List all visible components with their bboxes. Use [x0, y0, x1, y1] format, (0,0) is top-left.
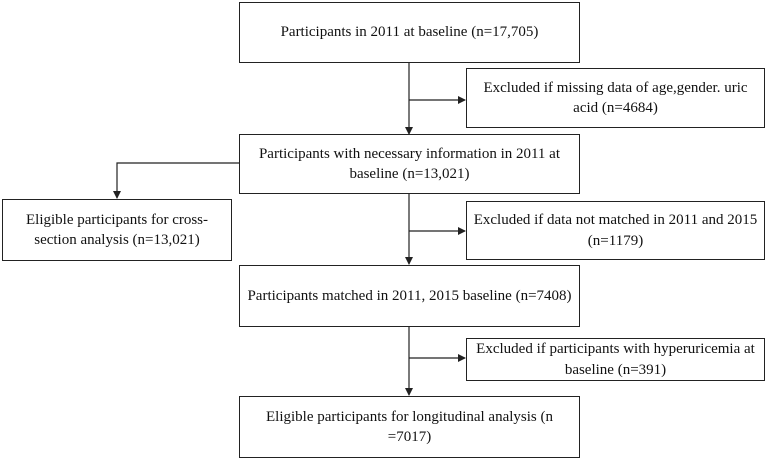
longitudinal-participants-label: Eligible participants for longitudinal a… — [265, 408, 554, 445]
necessary-information-label: Participants with necessary information … — [258, 145, 561, 182]
baseline-participants-label: Participants in 2011 at baseline (n=17,7… — [280, 24, 539, 41]
necessary-information-box: Participants with necessary information … — [239, 134, 580, 194]
excluded-not-matched-box: Excluded if data not matched in 2011 and… — [466, 201, 765, 260]
longitudinal-participants-box: Eligible participants for longitudinal a… — [239, 396, 580, 458]
excluded-hyperuricemia-box: Excluded if participants with hyperurice… — [466, 338, 765, 381]
cross-section-label: Eligible participants for cross-section … — [25, 211, 209, 248]
excluded-missing-data-label: Excluded if missing data of age,gender. … — [483, 79, 748, 116]
cross-section-box: Eligible participants for cross-section … — [2, 199, 232, 261]
excluded-hyperuricemia-label: Excluded if participants with hyperurice… — [476, 341, 755, 378]
arrow-to-cross-section — [113, 162, 239, 199]
excluded-not-matched-label: Excluded if data not matched in 2011 and… — [473, 212, 758, 249]
excluded-missing-data-box: Excluded if missing data of age,gender. … — [466, 68, 765, 128]
matched-participants-label: Participants matched in 2011, 2015 basel… — [247, 287, 572, 304]
baseline-participants-box: Participants in 2011 at baseline (n=17,7… — [239, 2, 580, 63]
matched-participants-box: Participants matched in 2011, 2015 basel… — [239, 265, 580, 327]
